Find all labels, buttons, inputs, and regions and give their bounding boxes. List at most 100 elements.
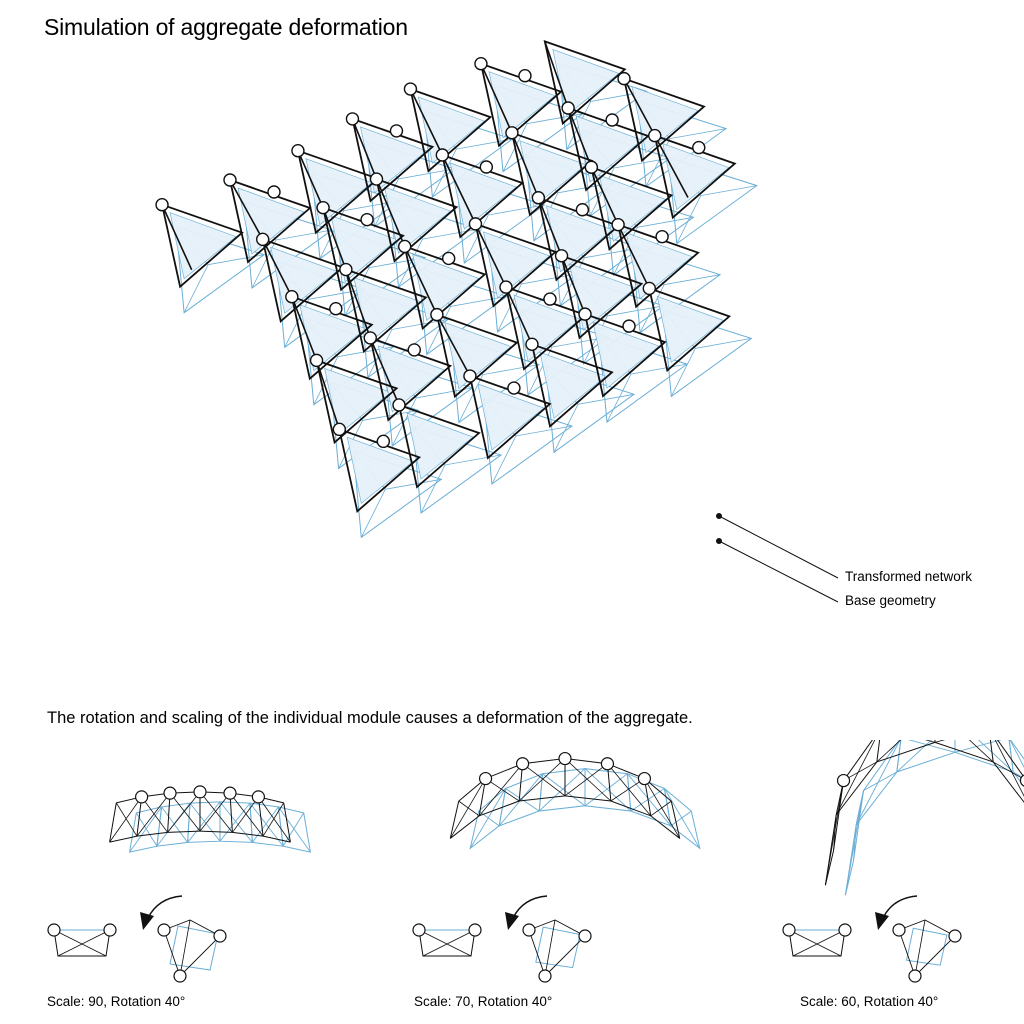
network-node bbox=[525, 337, 539, 352]
arch-strut bbox=[283, 802, 291, 843]
rotation-arrow-icon bbox=[140, 895, 183, 930]
arch-base-brace bbox=[627, 773, 672, 827]
network-node bbox=[617, 71, 631, 86]
base-module-edge bbox=[420, 464, 446, 514]
arch-strut bbox=[989, 740, 994, 763]
module-node bbox=[157, 923, 171, 937]
module-fill bbox=[237, 187, 305, 255]
network-link bbox=[474, 223, 507, 288]
arch-edge bbox=[934, 741, 994, 763]
network-node bbox=[397, 239, 412, 254]
module-node bbox=[522, 923, 536, 937]
module-brace bbox=[418, 929, 472, 957]
transformed-module bbox=[474, 222, 558, 308]
network-link bbox=[544, 41, 569, 109]
network-node bbox=[575, 203, 590, 217]
panel-scale-60: Scale: 60, Rotation 40° bbox=[775, 740, 1024, 1024]
arch-base-brace bbox=[855, 740, 901, 826]
network-node bbox=[468, 217, 483, 231]
base-module-edge bbox=[398, 238, 423, 288]
arch-strut bbox=[876, 740, 881, 763]
network-node bbox=[584, 160, 599, 174]
arch-edge bbox=[843, 740, 873, 781]
rotation-arrow-curve bbox=[512, 895, 548, 919]
network-node bbox=[291, 144, 305, 158]
rotated-module bbox=[898, 919, 956, 977]
transformed-module bbox=[510, 131, 594, 217]
arch-diagram-scale-70 bbox=[412, 751, 701, 983]
rotated-module-base bbox=[906, 927, 948, 966]
arch-brace bbox=[449, 778, 486, 839]
network-node bbox=[309, 353, 324, 368]
arch-edge bbox=[449, 815, 480, 839]
network-node bbox=[499, 280, 513, 294]
network-node bbox=[430, 307, 444, 322]
module-node bbox=[47, 923, 61, 937]
arch-brace bbox=[644, 778, 681, 839]
network-link bbox=[403, 246, 438, 315]
network-node bbox=[389, 124, 404, 138]
transformed-module bbox=[435, 313, 519, 399]
network-link bbox=[441, 154, 477, 225]
module-fill bbox=[662, 143, 730, 211]
module-fill bbox=[539, 351, 607, 419]
network-node bbox=[345, 112, 360, 126]
network-node bbox=[543, 292, 557, 306]
network-node bbox=[561, 101, 575, 115]
module-detail bbox=[782, 895, 962, 983]
transformed-module bbox=[543, 40, 627, 126]
arch-node bbox=[193, 785, 207, 799]
network-node bbox=[360, 212, 374, 227]
transformed-module bbox=[160, 203, 244, 289]
transformed-module bbox=[344, 268, 428, 354]
arch-node bbox=[135, 790, 149, 804]
network-link bbox=[560, 255, 586, 315]
arch-edge bbox=[650, 815, 681, 839]
arch-base-brace bbox=[542, 773, 586, 807]
arch-brace bbox=[458, 800, 480, 817]
base-module-edge bbox=[313, 356, 339, 405]
module-node bbox=[538, 969, 552, 983]
module-node bbox=[908, 969, 922, 983]
arch-edge bbox=[232, 831, 264, 837]
arch-base-brace bbox=[978, 740, 1014, 773]
arch-brace bbox=[924, 740, 936, 743]
module-fill bbox=[483, 231, 551, 299]
arch-edge bbox=[610, 800, 651, 817]
network-node bbox=[531, 191, 546, 205]
network-node bbox=[648, 128, 662, 143]
arch-structure bbox=[449, 751, 701, 850]
network-node bbox=[642, 281, 657, 296]
module-node bbox=[173, 969, 187, 983]
arch-node bbox=[637, 771, 652, 786]
module-node bbox=[103, 923, 117, 937]
network-link bbox=[480, 63, 513, 134]
network-link bbox=[511, 132, 540, 199]
base-module-edge bbox=[463, 214, 489, 264]
network-node bbox=[692, 140, 706, 155]
arch-edge bbox=[992, 761, 1024, 803]
network-node bbox=[223, 173, 237, 187]
network-node bbox=[578, 307, 592, 321]
network-link bbox=[375, 178, 406, 247]
module-fill bbox=[406, 412, 474, 480]
network-link bbox=[322, 207, 347, 270]
arch-base-brace bbox=[584, 768, 632, 812]
arch-edge bbox=[479, 800, 520, 817]
base-module-edge bbox=[183, 264, 209, 313]
arch-brace bbox=[485, 778, 520, 802]
base-module-edge bbox=[553, 404, 579, 453]
module-brace bbox=[53, 929, 107, 957]
base-module-edge bbox=[432, 148, 457, 198]
module-fill bbox=[412, 253, 480, 322]
arch-base-brace bbox=[538, 768, 586, 812]
module-brace bbox=[788, 929, 842, 957]
transformed-module bbox=[530, 342, 614, 428]
arch-base-brace bbox=[863, 771, 898, 791]
panel-label-scale-60: Scale: 60, Rotation 40° bbox=[800, 994, 939, 1009]
arch-brace bbox=[141, 796, 168, 833]
arch-brace bbox=[994, 740, 1024, 797]
arch-node bbox=[600, 757, 615, 771]
arch-node bbox=[558, 751, 572, 766]
